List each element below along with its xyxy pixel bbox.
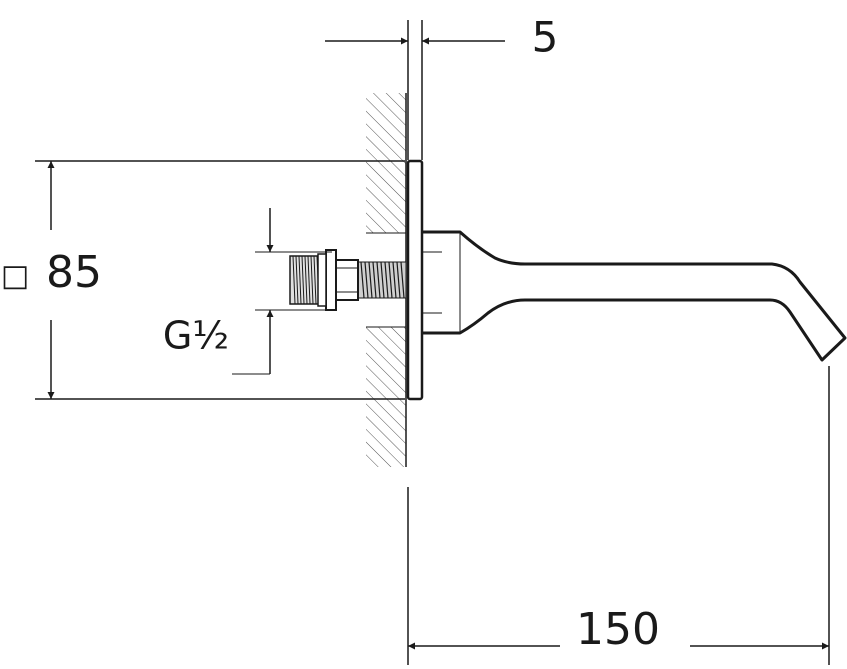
wall-flange	[406, 159, 424, 401]
dimension-thread: G½	[163, 208, 332, 375]
spout-length-value: 150	[576, 604, 660, 655]
wall-section	[366, 93, 407, 467]
plate-size-value: 85	[46, 247, 102, 298]
thread-size-label: G½	[163, 314, 229, 358]
spout-body	[422, 230, 847, 362]
flange-thickness-value: 5	[532, 13, 559, 62]
square-symbol: □	[1, 259, 29, 294]
dimension-plate-size: □ 85	[1, 160, 405, 400]
threaded-connection	[289, 249, 407, 311]
dimension-flange-thickness: 5	[325, 13, 559, 160]
dimension-spout-length: 150	[407, 366, 830, 665]
